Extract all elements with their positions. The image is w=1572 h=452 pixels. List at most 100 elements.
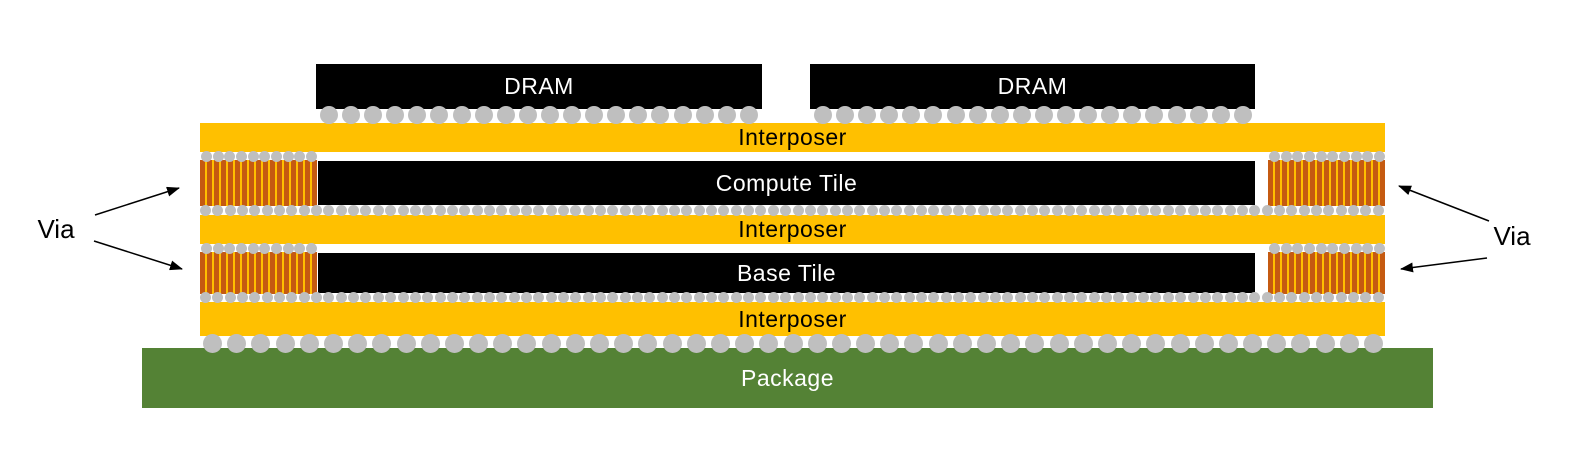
solder-bump: [1002, 292, 1014, 303]
solder-bump: [686, 334, 706, 353]
solder-bump: [1243, 334, 1263, 353]
solder-bump: [305, 151, 317, 162]
solder-bump: [644, 205, 656, 216]
solder-bump: [372, 334, 392, 353]
solder-bump: [807, 334, 827, 353]
solder-bump: [1362, 151, 1374, 162]
solder-bump: [1373, 151, 1385, 162]
solder-bump: [483, 292, 495, 303]
solder-bump: [990, 205, 1001, 216]
solder-bump: [1261, 292, 1273, 303]
interposer-top-label: Interposer: [738, 124, 847, 150]
solder-bump: [1101, 205, 1113, 216]
solder-bump: [1211, 106, 1230, 124]
solder-bump: [545, 292, 557, 303]
solder-bump: [1039, 292, 1051, 303]
compute-tile-label: Compute Tile: [715, 169, 858, 196]
solder-bump: [1025, 334, 1045, 353]
solder-bump: [854, 205, 866, 216]
solder-bump: [1338, 151, 1350, 162]
solder-bump: [1323, 292, 1335, 303]
solder-bump: [866, 292, 878, 303]
solder-bump: [1162, 292, 1174, 303]
solder-bump: [1034, 106, 1053, 124]
solder-bump: [946, 106, 965, 124]
solder-bump: [1233, 106, 1252, 124]
solder-bump: [792, 205, 804, 216]
solder-bump: [607, 292, 619, 303]
solder-bump: [780, 205, 792, 216]
solder-bump: [508, 292, 520, 303]
solder-bump: [1175, 292, 1187, 303]
solder-bump: [212, 292, 224, 303]
solder-bump: [517, 334, 537, 353]
solder-bump: [496, 292, 508, 303]
solder-bump: [1097, 334, 1117, 353]
solder-bump: [372, 292, 384, 303]
solder-bump: [397, 292, 409, 303]
solder-bump: [952, 205, 964, 216]
solder-bump: [259, 243, 271, 254]
solder-bump: [817, 292, 829, 303]
solder-bump: [1122, 334, 1142, 353]
solder-bump: [880, 334, 900, 353]
solder-bump: [212, 151, 224, 162]
solder-bump: [305, 243, 317, 254]
solder-bump: [348, 205, 360, 216]
solder-bump: [644, 292, 656, 303]
solder-bump: [1315, 151, 1327, 162]
solder-bump: [1014, 292, 1026, 303]
solder-bump: [1175, 205, 1187, 216]
solder-bump: [212, 243, 224, 254]
solder-bump: [841, 292, 853, 303]
solder-bump: [274, 292, 286, 303]
solder-bump: [1360, 292, 1372, 303]
solder-bump: [829, 292, 841, 303]
dram-right-die: DRAM: [810, 64, 1255, 109]
solder-bump: [739, 106, 758, 124]
solder-bump: [270, 151, 282, 162]
solder-bump: [718, 292, 730, 303]
solder-bump: [409, 292, 421, 303]
solder-bump: [471, 292, 483, 303]
solder-bump: [1076, 292, 1088, 303]
solder-bump: [928, 292, 940, 303]
solder-bump: [1280, 151, 1292, 162]
solder-bump: [755, 205, 767, 216]
solder-bump: [1187, 292, 1199, 303]
solder-bump: [275, 334, 295, 353]
solder-bump: [1224, 292, 1236, 303]
solder-bump: [237, 292, 249, 303]
solder-bump: [1088, 205, 1100, 216]
solder-bump: [335, 205, 347, 216]
bump-row-via-compute-left: [201, 151, 317, 162]
solder-bump: [360, 292, 372, 303]
solder-bump: [1323, 205, 1335, 216]
solder-bump: [201, 243, 212, 254]
solder-bump: [298, 292, 310, 303]
solder-bump: [755, 292, 767, 303]
solder-bump: [557, 205, 569, 216]
solder-bump: [224, 243, 236, 254]
solder-bump: [348, 292, 360, 303]
solder-bump: [804, 292, 816, 303]
solder-bump: [434, 205, 446, 216]
solder-bump: [1012, 106, 1031, 124]
solder-bump: [557, 292, 569, 303]
solder-bump: [1269, 243, 1280, 254]
solder-bump: [1373, 243, 1385, 254]
solder-bump: [952, 334, 972, 353]
solder-bump: [1138, 292, 1150, 303]
solder-bump: [1064, 292, 1076, 303]
solder-bump: [836, 106, 855, 124]
via-arrow-left-lower: [93, 240, 183, 271]
solder-bump: [903, 205, 915, 216]
solder-bump: [1199, 292, 1211, 303]
solder-bump: [1267, 334, 1287, 353]
solder-bump: [224, 292, 236, 303]
via-label-right-text: Via: [1493, 221, 1531, 251]
solder-bump: [1315, 243, 1327, 254]
solder-bump: [1327, 243, 1339, 254]
solder-bump: [1146, 334, 1166, 353]
